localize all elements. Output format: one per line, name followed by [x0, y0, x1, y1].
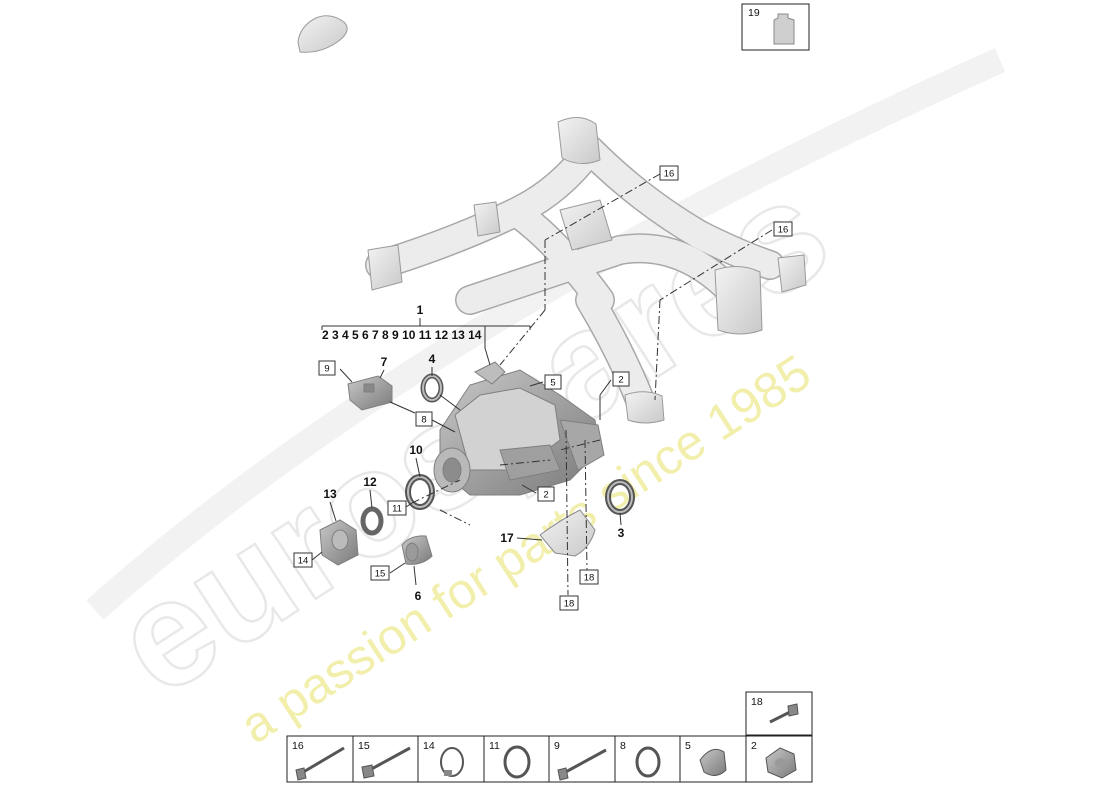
callout-box-2b[interactable]: 2 — [537, 486, 555, 502]
strip-item-14-number: 14 — [423, 740, 435, 752]
callout-17[interactable]: 17 — [500, 531, 514, 545]
mount-bushing-part-6[interactable] — [401, 535, 433, 565]
callout-15-text: 15 — [375, 569, 386, 580]
seal-ring-part-3[interactable] — [605, 479, 635, 515]
bolt-9-icon[interactable] — [557, 748, 607, 781]
callout-7[interactable]: 7 — [381, 355, 388, 369]
callout-box-11[interactable]: 11 — [387, 500, 407, 516]
callout-16a-text: 16 — [664, 169, 675, 180]
group-number: 1 — [417, 303, 424, 317]
callout-box-14[interactable]: 14 — [293, 552, 313, 568]
oil-bottle-icon — [773, 13, 795, 45]
nut-2-icon[interactable] — [765, 747, 797, 779]
callout-12[interactable]: 12 — [363, 475, 377, 489]
callout-box-18b[interactable]: 18 — [559, 595, 579, 611]
plain-callouts: 4 7 10 12 13 6 3 17 — [323, 352, 624, 603]
flange-part-13[interactable] — [319, 519, 359, 566]
rear-differential[interactable] — [433, 361, 605, 496]
bolt-16-icon[interactable] — [295, 746, 345, 781]
strip-item-5-number: 5 — [685, 740, 691, 752]
strip-item-11-number: 11 — [489, 740, 500, 752]
callout-8-text: 8 — [421, 415, 426, 426]
oil-bottle-box[interactable]: 19 — [741, 3, 810, 51]
callout-box-16a[interactable]: 16 — [659, 165, 679, 181]
mounting-pad-part[interactable] — [297, 15, 348, 53]
oil-bottle-number: 19 — [748, 7, 760, 19]
clamp-14-icon[interactable] — [440, 747, 464, 777]
callout-box-8[interactable]: 8 — [415, 411, 433, 427]
strip-item-9-number: 9 — [554, 740, 560, 752]
strip-item-16-number: 16 — [292, 740, 304, 752]
strip-item-18[interactable]: 18 — [745, 691, 813, 736]
bolt-18-icon — [769, 703, 799, 724]
callout-11-text: 11 — [392, 504, 402, 515]
callout-5-text: 5 — [550, 378, 555, 389]
callout-box-18a[interactable]: 18 — [579, 569, 599, 585]
fastener-strip: 18 16 15 14 11 9 8 5 2 — [286, 691, 813, 783]
bolt-15-icon[interactable] — [361, 746, 411, 779]
callout-box-15[interactable]: 15 — [370, 565, 390, 581]
strip-item-15-number: 15 — [358, 740, 370, 752]
seal-ring-part-12[interactable] — [360, 506, 384, 536]
callout-box-9[interactable]: 9 — [318, 360, 336, 376]
group-label-1: 1 2 3 4 5 6 7 8 9 10 11 12 13 14 — [321, 303, 531, 366]
boxed-callouts: 16 16 9 5 2 8 2 11 — [293, 165, 793, 611]
rear-subframe[interactable] — [365, 117, 807, 424]
callout-10[interactable]: 10 — [409, 443, 423, 457]
strip-item-8-number: 8 — [620, 740, 626, 752]
ring-11-icon[interactable] — [503, 745, 531, 779]
callout-box-2a[interactable]: 2 — [612, 371, 630, 387]
callout-14-text: 14 — [298, 556, 309, 567]
callout-18b-text: 18 — [564, 599, 575, 610]
callout-box-16b[interactable]: 16 — [773, 221, 793, 237]
callout-3[interactable]: 3 — [618, 526, 625, 540]
callout-2a-text: 2 — [618, 375, 623, 386]
callout-box-5[interactable]: 5 — [544, 374, 562, 390]
plug-5-icon[interactable] — [699, 748, 727, 776]
ring-8-icon[interactable] — [635, 746, 661, 778]
leader-lines — [311, 173, 773, 596]
callout-13[interactable]: 13 — [323, 487, 337, 501]
callout-6[interactable]: 6 — [415, 589, 422, 603]
strip-item-18-number: 18 — [751, 696, 763, 708]
strip-item-2-number: 2 — [751, 740, 757, 752]
callout-9-text: 9 — [324, 364, 329, 375]
callout-4[interactable]: 4 — [429, 352, 436, 366]
callout-2b-text: 2 — [543, 490, 548, 501]
sensor-bracket-part[interactable] — [347, 375, 393, 411]
group-subparts: 2 3 4 5 6 7 8 9 10 11 12 13 14 — [322, 328, 482, 342]
callout-16b-text: 16 — [778, 225, 789, 236]
callout-18a-text: 18 — [584, 573, 595, 584]
